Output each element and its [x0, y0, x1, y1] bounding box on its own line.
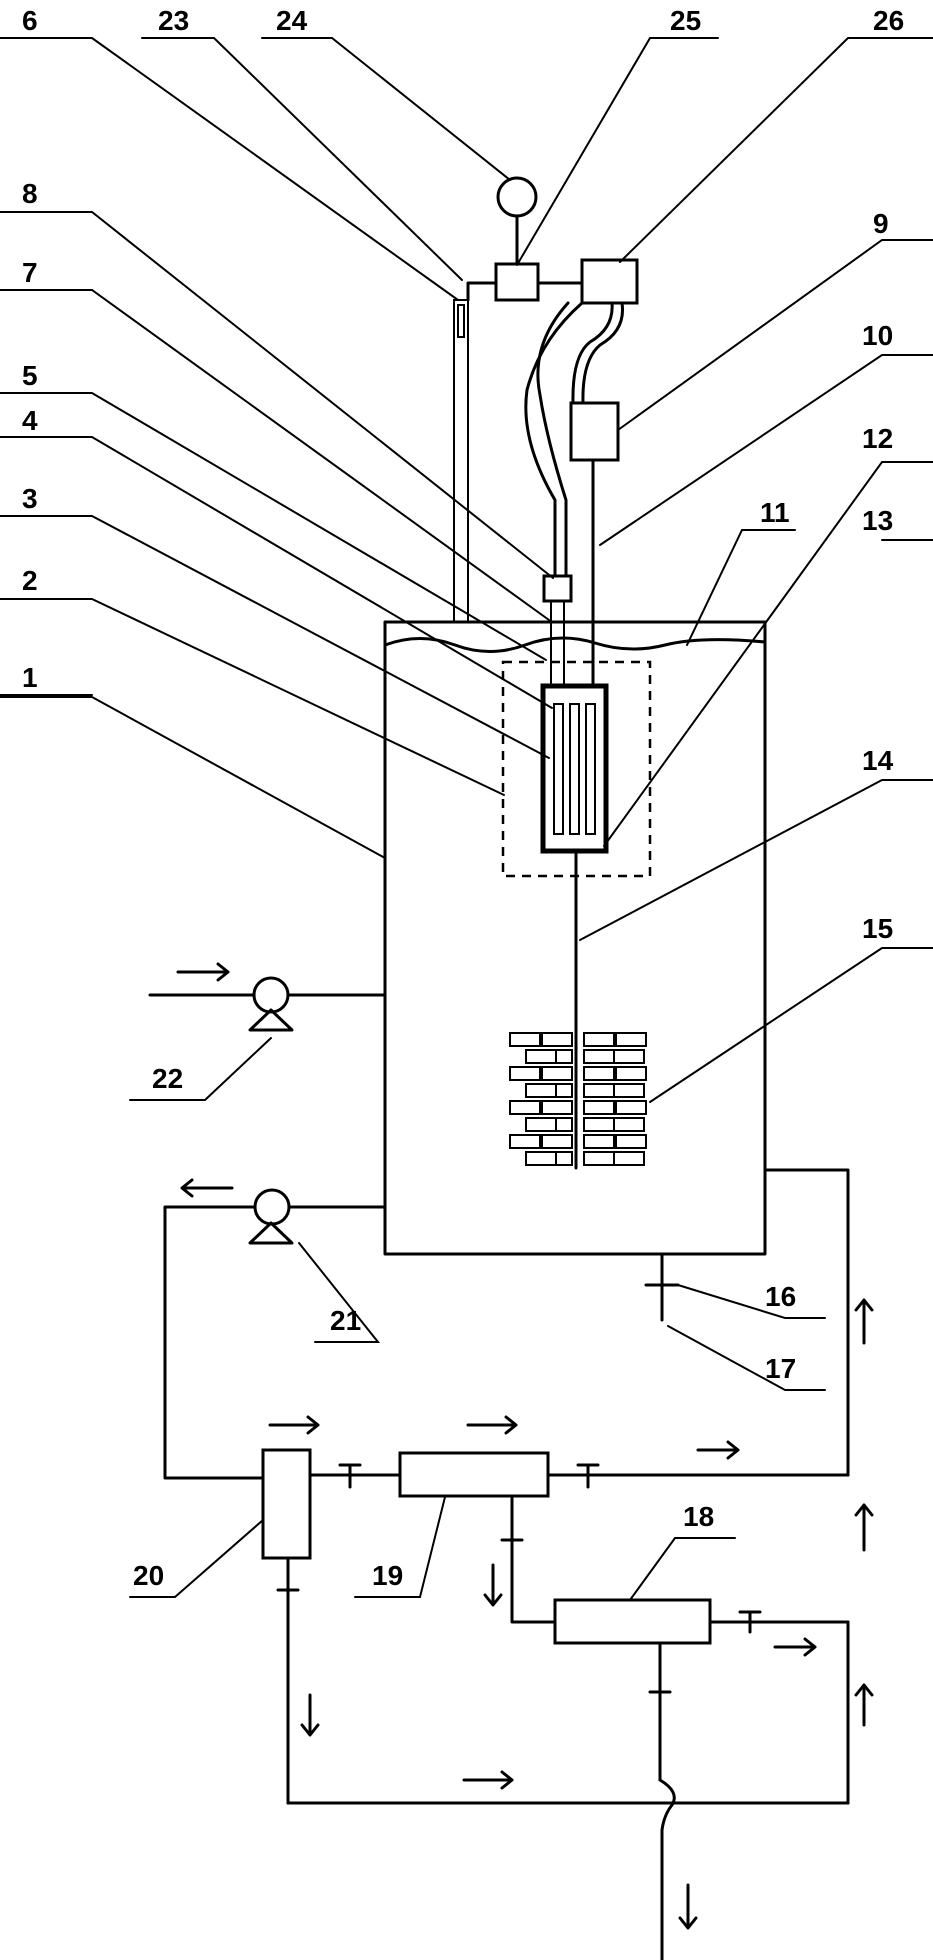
label-9: 9 [873, 208, 889, 239]
arrow-19-top [466, 1415, 518, 1435]
signal-cable-inner [536, 301, 570, 578]
return-arrow-3 [854, 1683, 874, 1727]
transmitter-box-25 [494, 262, 540, 302]
label-19: 19 [372, 1560, 403, 1591]
feed-pump-base [248, 1008, 294, 1032]
leader-lines [0, 37, 933, 1601]
label-13: 13 [862, 505, 893, 536]
label-11: 11 [760, 497, 790, 528]
concentrator-18 [553, 1598, 712, 1645]
return-arrow-1 [854, 1298, 874, 1345]
arrow-down-20 [300, 1693, 320, 1737]
return-loop [763, 1168, 850, 1477]
label-26: 26 [873, 5, 904, 36]
label-6: 6 [22, 5, 38, 36]
liquid-surface [383, 636, 767, 653]
electrode-bar-2 [569, 703, 580, 835]
label-8: 8 [22, 178, 38, 209]
electrode-bar-3 [585, 703, 596, 835]
impeller [509, 1032, 647, 1166]
discharge-pump-base [248, 1221, 294, 1245]
return-arrow-2 [854, 1503, 874, 1552]
label-2: 2 [22, 565, 38, 596]
label-25: 25 [670, 5, 701, 36]
discharge-line [163, 1205, 265, 1480]
cable-26-to-9-inner [571, 301, 614, 405]
label-18: 18 [683, 1501, 714, 1532]
thermowell-tube [453, 299, 469, 623]
separator-20 [261, 1448, 312, 1560]
thermowell-line [466, 281, 498, 302]
label-24: 24 [276, 5, 308, 36]
probe-connector [542, 574, 573, 603]
label-23: 23 [158, 5, 189, 36]
filter-19 [398, 1451, 550, 1498]
label-4: 4 [22, 405, 38, 436]
arrow-18-right [773, 1637, 817, 1657]
arrow-into-20 [268, 1415, 320, 1435]
label-20: 20 [133, 1560, 164, 1591]
label-21: 21 [330, 1305, 361, 1336]
label-14: 14 [862, 745, 894, 776]
arrow-outlet-down [678, 1883, 698, 1930]
label-16: 16 [765, 1281, 796, 1312]
gauge-dial-24 [496, 176, 538, 218]
label-15: 15 [862, 913, 893, 944]
amplifier-box-9 [569, 401, 620, 462]
label-7: 7 [22, 257, 38, 288]
label-10: 10 [862, 320, 893, 351]
cable-26-to-9 [581, 301, 625, 405]
feed-pump [252, 976, 290, 1014]
arrow-19-right [696, 1440, 740, 1460]
controller-box-26 [580, 258, 639, 305]
discharge-pump [253, 1188, 291, 1226]
label-12: 12 [862, 423, 893, 454]
label-5: 5 [22, 360, 38, 391]
feed-arrow [176, 962, 230, 982]
label-3: 3 [22, 483, 38, 514]
label-22: 22 [152, 1063, 183, 1094]
crossover-hop [658, 1778, 676, 1960]
arrow-bottom-right [462, 1770, 514, 1790]
thermowell-inner [457, 304, 465, 338]
signal-cable-outer [524, 301, 584, 578]
label-17: 17 [765, 1353, 796, 1384]
pipe-19-to-18 [510, 1494, 557, 1624]
reactor-tank [383, 620, 767, 1256]
electrode-holder [540, 683, 609, 854]
electrode-bar-1 [553, 703, 564, 835]
arrow-19-down [483, 1563, 503, 1607]
discharge-arrow [180, 1178, 234, 1198]
label-1: 1 [22, 662, 38, 693]
